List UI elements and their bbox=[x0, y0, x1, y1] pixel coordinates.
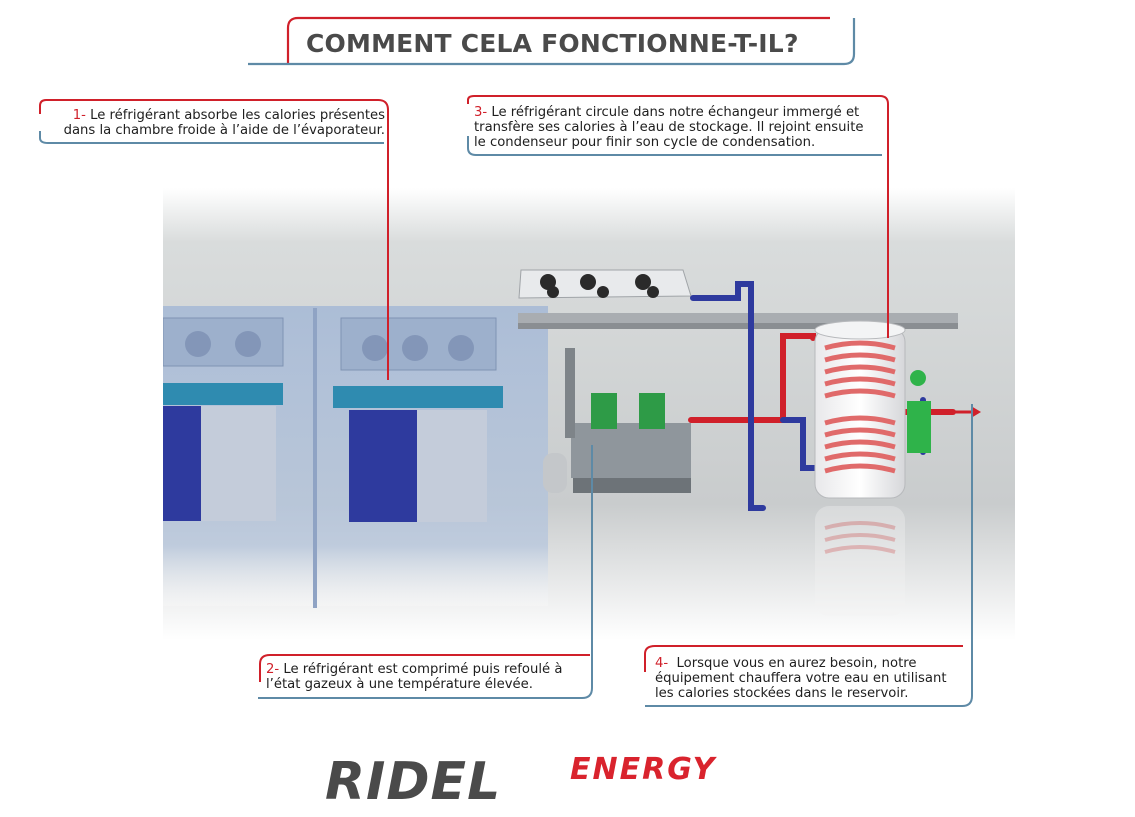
step-4-line-1: 4- Lorsque vous en aurez besoin, notre bbox=[655, 656, 917, 671]
step-3-callout: 3- Le réfrigérant circule dans notre éch… bbox=[474, 105, 884, 150]
title-frame bbox=[248, 16, 856, 66]
step-4-line-3: les calories stockées dans le reservoir. bbox=[655, 686, 909, 701]
step-4-callout: 4- Lorsque vous en aurez besoin, notre é… bbox=[655, 656, 955, 701]
step-2-callout: 2- Le réfrigérant est comprimé puis refo… bbox=[266, 662, 586, 692]
step-1-line-2: dans la chambre froide à l’aide de l’éva… bbox=[63, 123, 385, 138]
installation-illustration bbox=[163, 188, 1015, 640]
condenser bbox=[518, 269, 692, 299]
logo-sub: ENERGY bbox=[570, 752, 717, 787]
step-3-number: 3- bbox=[474, 105, 488, 120]
title-banner: COMMENT CELA FONCTIONNE-T-IL? bbox=[248, 14, 868, 70]
step-2-line-1: 2- Le réfrigérant est comprimé puis refo… bbox=[266, 662, 563, 677]
step-1-callout: 1- Le réfrigérant absorbe les calories p… bbox=[40, 108, 385, 138]
step-2-number: 2- bbox=[266, 662, 280, 677]
step-4-line-2: équipement chauffera votre eau en utilis… bbox=[655, 671, 947, 686]
step-1-line-1: 1- Le réfrigérant absorbe les calories p… bbox=[72, 108, 385, 123]
storage-tank bbox=[814, 320, 906, 499]
water-heater bbox=[907, 401, 931, 453]
page-title: COMMENT CELA FONCTIONNE-T-IL? bbox=[306, 29, 799, 58]
step-3-line-2: transfère ses calories à l’eau de stocka… bbox=[474, 120, 864, 135]
step-3-line-1: 3- Le réfrigérant circule dans notre éch… bbox=[474, 105, 860, 120]
step-1-number: 1- bbox=[72, 108, 86, 123]
step-2-line-2: l’état gazeux à une température élevée. bbox=[266, 677, 533, 692]
ridel-energy-logo: RIDEL ENERGY bbox=[325, 752, 815, 812]
logo-brand: RIDEL bbox=[325, 752, 502, 812]
step-4-number: 4- bbox=[655, 656, 669, 671]
step-3-line-3: le condenseur pour finir son cycle de co… bbox=[474, 135, 816, 150]
